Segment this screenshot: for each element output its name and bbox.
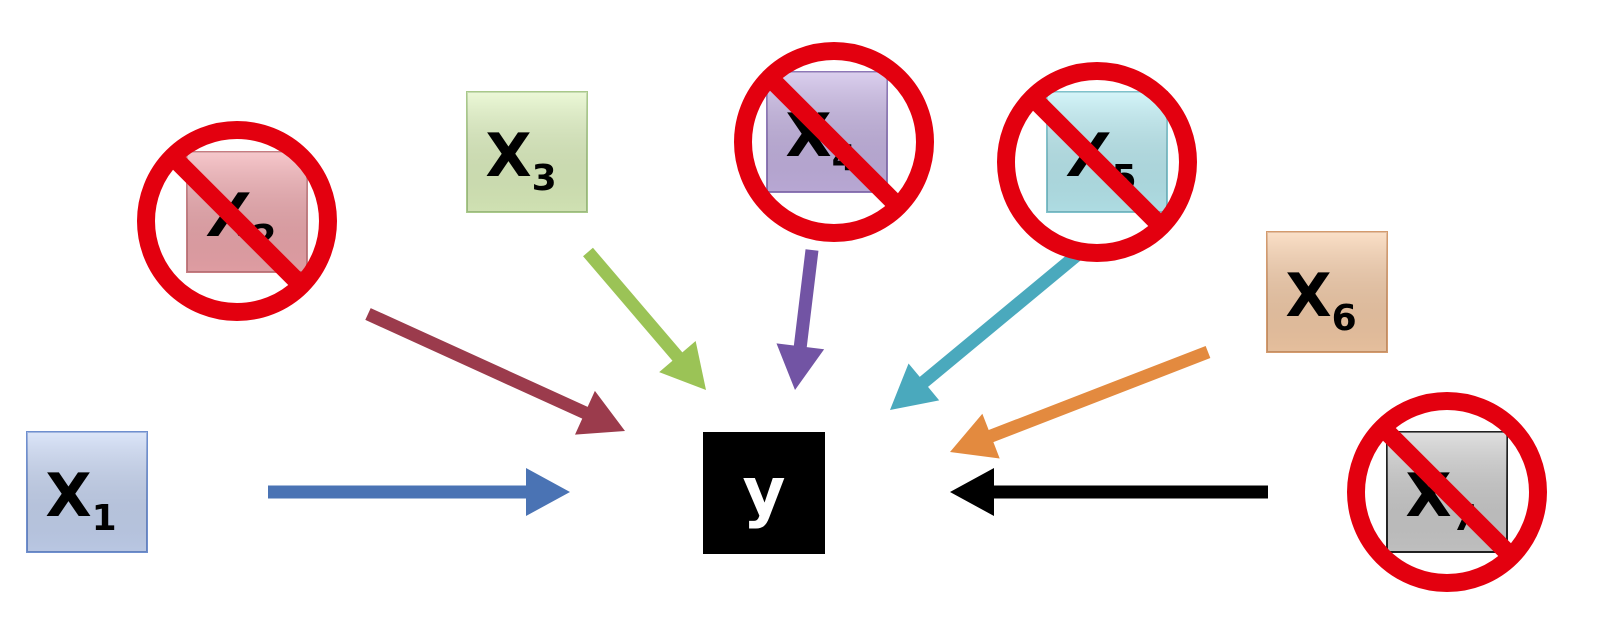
node-shading <box>187 152 307 272</box>
node-shading <box>1267 232 1387 352</box>
arrow-x5-to-y <box>890 244 1088 410</box>
prohibition-signs-layer <box>137 42 1547 592</box>
prohibition-sign-x5 <box>997 62 1197 262</box>
arrow-x3-to-y <box>583 247 706 390</box>
node-shading <box>467 92 587 212</box>
variable-node-x6: X6 <box>1266 231 1388 353</box>
prohibition-sign-x2 <box>137 121 337 321</box>
arrow-x2-to-y <box>365 308 625 435</box>
prohibition-slash <box>166 150 308 292</box>
node-label-x1: X1 <box>45 461 116 539</box>
arrow-shape <box>365 308 625 435</box>
node-label-subscript: 6 <box>1332 298 1357 339</box>
node-label-subscript: 1 <box>92 498 117 539</box>
prohibition-ring <box>137 121 337 321</box>
variable-node-x2: X2 <box>186 151 308 273</box>
prohibition-sign-x4 <box>734 42 934 242</box>
target-box <box>703 432 825 554</box>
prohibition-slash <box>1376 421 1518 563</box>
arrow-shape <box>950 468 1268 516</box>
arrow-x1-to-y <box>268 468 570 516</box>
variable-node-x5: X5 <box>1046 91 1168 213</box>
arrow-shape <box>776 249 825 390</box>
arrow-shape <box>950 345 1211 459</box>
target-label: y <box>742 453 785 530</box>
node-shading <box>27 432 147 552</box>
arrow-x7-to-y <box>950 468 1268 516</box>
prohibition-ring <box>997 62 1197 262</box>
arrow-shape <box>583 247 706 390</box>
arrows-layer <box>268 244 1268 516</box>
prohibition-ring <box>1347 392 1547 592</box>
node-label-main: X <box>485 121 531 191</box>
node-label-main: X <box>45 461 91 531</box>
arrow-x6-to-y <box>950 345 1211 459</box>
node-label-main: X <box>1285 261 1331 331</box>
variable-nodes-layer: X1X2X3X4X5X6X7 <box>26 71 1508 553</box>
target-node-y: y <box>703 432 825 554</box>
prohibition-sign-x7 <box>1347 392 1547 592</box>
arrow-shape <box>890 244 1088 410</box>
node-shading <box>1047 92 1167 212</box>
prohibition-slash <box>763 71 905 213</box>
node-label-x6: X6 <box>1285 261 1356 339</box>
prohibition-slash <box>1026 91 1168 233</box>
arrow-x4-to-y <box>776 249 825 390</box>
variable-node-x1: X1 <box>26 431 148 553</box>
arrow-shape <box>268 468 570 516</box>
variable-node-x3: X3 <box>466 91 588 213</box>
node-label-subscript: 3 <box>532 158 557 199</box>
prohibition-ring <box>734 42 934 242</box>
node-label-x3: X3 <box>485 121 556 199</box>
